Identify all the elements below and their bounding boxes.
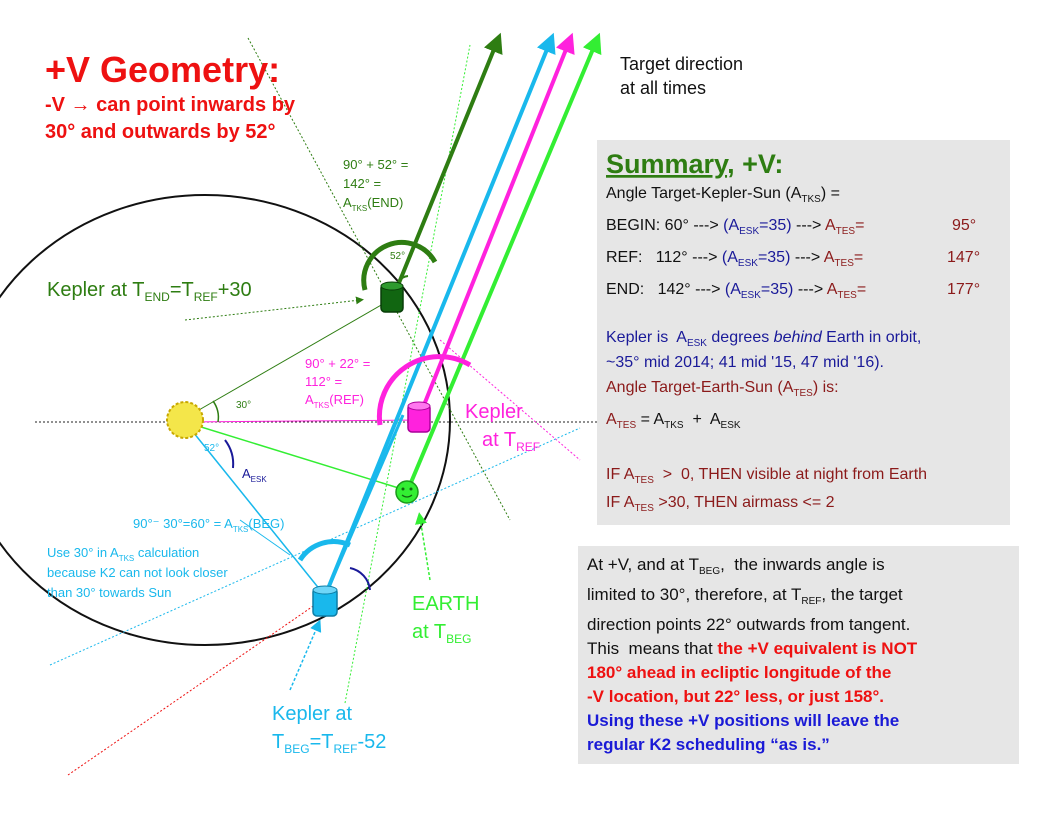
earth-label-2: at TBEG <box>412 621 471 646</box>
sun-to-kepler-end <box>184 299 391 419</box>
summary-svg: Summary, +V: Angle Target-Kepler-Sun (AT… <box>606 149 980 514</box>
angle-30-sun: 30° <box>236 400 251 411</box>
ref-angle-line-3: ATKS(REF) <box>305 392 364 410</box>
summary-kepler-line-1: Kepler is AESK degrees behind Earth in o… <box>606 329 921 349</box>
arc-end-small <box>397 275 409 283</box>
end-angle-line-2: 142° = <box>343 176 381 191</box>
explanation-line-5: 180° ahead in ecliptic longitude of the <box>587 663 891 682</box>
target-label-2: at all times <box>620 78 706 98</box>
guide-line-beg <box>49 427 581 666</box>
target-arrow-lime <box>405 32 602 493</box>
angle-52-end: 52° <box>390 251 405 262</box>
explanation-line-7: Using these +V positions will leave the <box>587 711 899 730</box>
arc-end <box>361 239 438 291</box>
target-arrow-green <box>388 32 503 306</box>
beg-angle-label: 90°⁻ 30°=60° = ATKS(BEG) <box>133 516 285 534</box>
pointer-beg-label <box>239 519 291 556</box>
earth-icon <box>395 480 419 504</box>
summary-tes-line: Angle Target-Earth-Sun (ATES) is: <box>606 379 839 399</box>
arc-aesk <box>224 439 235 469</box>
arc-beg <box>297 539 352 562</box>
subtitle-line-1: -V → can point inwards by <box>45 94 296 116</box>
target-label-1: Target direction <box>620 54 743 74</box>
explanation-line-6: -V location, but 22° less, or just 158°. <box>587 687 884 706</box>
summary-if-1: IF ATES > 0, THEN visible at night from … <box>606 466 927 486</box>
pointer-kepler-beg <box>289 619 322 691</box>
kepler-beg-icon <box>312 585 338 617</box>
kepler-end-label: Kepler at TEND=TREF+30 <box>47 279 252 304</box>
aesk-label: AESK <box>242 466 267 484</box>
explanation-line-3: direction points 22° outwards from tange… <box>587 615 910 634</box>
summary-box: Summary, +V: Angle Target-Kepler-Sun (AT… <box>597 140 1010 525</box>
kepler-end-icon <box>380 281 404 313</box>
pointer-earth <box>415 512 431 581</box>
explanation-svg: At +V, and at TBEG, the inwards angle is… <box>587 555 918 754</box>
orbit-ellipse <box>0 194 451 646</box>
summary-line-1: Angle Target-Kepler-Sun (ATKS) = <box>606 185 840 205</box>
summary-title: Summary, +V: <box>606 149 783 179</box>
kepler-beg-label-2: TBEG=TREF-52 <box>272 731 386 756</box>
ref-angle-line-2: 112° = <box>305 374 342 389</box>
ref-angle-line-1: 90° + 22° = <box>305 356 370 371</box>
guide-line-end <box>247 37 511 521</box>
kepler-beg-label-1: Kepler at <box>272 703 352 725</box>
angle-52-beg: 52° <box>204 443 219 454</box>
sun-to-earth <box>184 421 411 494</box>
kepler-ref-icon <box>407 401 431 433</box>
summary-row-begin: BEGIN: 60° ---> (AESK=35) ---> ATES=95° <box>606 217 976 237</box>
arc-ref <box>376 354 472 426</box>
sun-to-kepler-beg <box>184 421 326 597</box>
use30-line-1: Use 30° in ATKS calculation <box>47 545 199 563</box>
inward-arrow-cyan <box>323 414 405 597</box>
explanation-line-4: This means that the +V equivalent is NOT <box>587 639 918 658</box>
explanation-line-8: regular K2 scheduling “as is.” <box>587 735 830 754</box>
end-angle-line-3: ATKS(END) <box>343 195 403 213</box>
use30-line-3: than 30° towards Sun <box>47 585 171 600</box>
explanation-line-1: At +V, and at TBEG, the inwards angle is <box>587 555 885 577</box>
page-title: +V Geometry: <box>45 49 280 90</box>
guide-line-ref <box>439 339 581 461</box>
explanation-box: At +V, and at TBEG, the inwards angle is… <box>578 546 1019 764</box>
end-angle-line-1: 90° + 52° = <box>343 157 408 172</box>
summary-formula: ATES = ATKS + AESK <box>606 411 741 431</box>
summary-row-end: END: 142° ---> (AESK=35) ---> ATES=177° <box>606 281 980 301</box>
pointer-kepler-end <box>184 296 364 321</box>
earth-label-1: EARTH <box>412 593 479 615</box>
target-arrow-cyan <box>323 32 556 597</box>
subtitle-line-2: 30° and outwards by 52° <box>45 121 276 143</box>
explanation-line-2: limited to 30°, therefore, at TREF, the … <box>587 585 903 607</box>
summary-row-ref: REF: 112° ---> (AESK=35) ---> ATES=147° <box>606 249 980 269</box>
guide-line-kbeg <box>67 599 323 776</box>
arc-sun-30 <box>212 400 220 423</box>
summary-if-2: IF ATES >30, THEN airmass <= 2 <box>606 494 835 514</box>
sun-icon <box>166 401 204 439</box>
use30-line-2: because K2 can not look closer <box>47 565 228 580</box>
summary-kepler-line-2: ~35° mid 2014; 41 mid '15, 47 mid '16). <box>606 354 884 371</box>
target-arrow-magenta <box>416 32 575 421</box>
kepler-ref-label-2: at TREF <box>482 429 540 454</box>
arc-beg-small <box>349 567 371 591</box>
kepler-ref-label-1: Kepler <box>465 401 523 423</box>
